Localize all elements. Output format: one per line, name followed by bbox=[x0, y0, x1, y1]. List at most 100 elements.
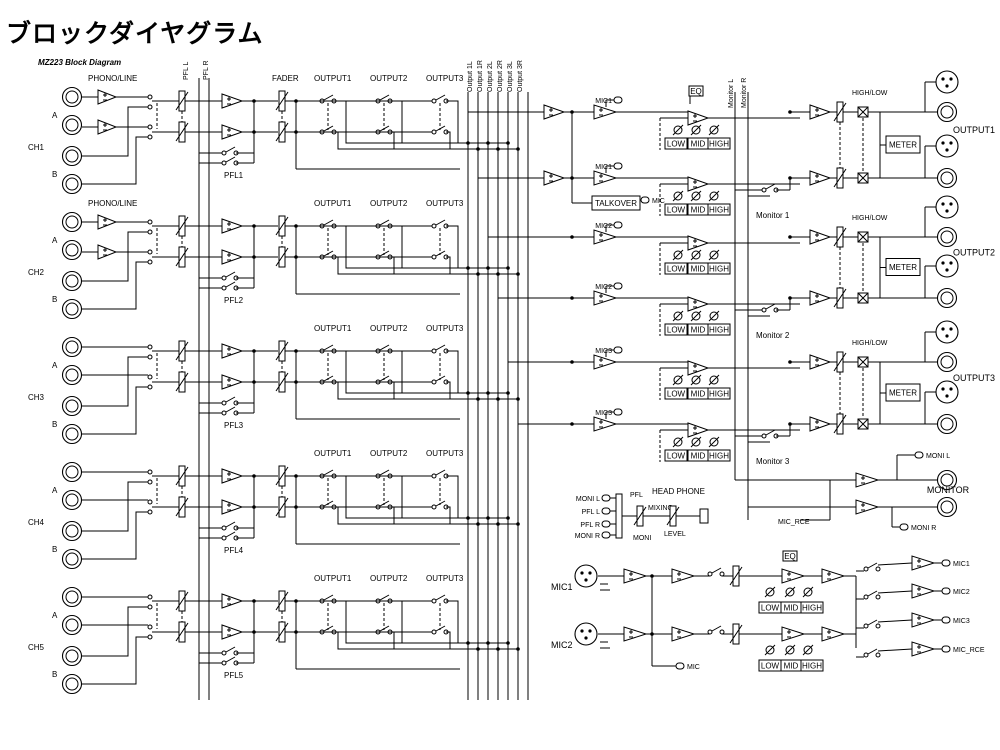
switch-lever bbox=[379, 219, 390, 226]
wire bbox=[877, 562, 913, 566]
output-assign-label: OUTPUT3 bbox=[426, 449, 464, 458]
input-a-label: A bbox=[52, 361, 58, 370]
output-assign-label: OUTPUT3 bbox=[426, 74, 464, 83]
xlr-jack-icon bbox=[935, 195, 959, 219]
switch-lever bbox=[323, 219, 334, 226]
pot-arrow bbox=[275, 497, 289, 517]
amplifier-icon bbox=[671, 568, 696, 584]
contact bbox=[707, 571, 713, 577]
amplifier-icon bbox=[671, 626, 696, 642]
rca-jack-icon bbox=[61, 586, 83, 608]
connector-label: MIC2 bbox=[953, 589, 970, 596]
input-a-label: A bbox=[52, 611, 58, 620]
pot-arrow bbox=[275, 247, 289, 267]
connector-plug-icon bbox=[941, 616, 951, 624]
amplifier-icon bbox=[687, 235, 710, 251]
limiter-mark bbox=[857, 231, 869, 243]
output-assign-label: OUTPUT3 bbox=[426, 199, 464, 208]
rca-jack-ring bbox=[65, 274, 79, 288]
limiter-mark bbox=[857, 356, 869, 368]
contact bbox=[147, 469, 153, 475]
eq-knob-arrow bbox=[672, 124, 684, 136]
connector-plug-icon bbox=[941, 587, 951, 595]
level-label: LEVEL bbox=[664, 531, 686, 538]
connector-label: MIC_RCE bbox=[953, 647, 985, 654]
mic-eq-low-box-label: LOW bbox=[761, 662, 780, 671]
xlr-jack-icon bbox=[935, 320, 959, 344]
switch-lever bbox=[867, 619, 878, 626]
amplifier-icon bbox=[543, 170, 566, 186]
wire bbox=[446, 225, 508, 269]
amplifier-icon bbox=[855, 472, 880, 488]
amplifier-icon bbox=[855, 499, 880, 515]
eq-knob-arrow bbox=[672, 190, 684, 202]
eq-knob-arrow bbox=[690, 249, 702, 261]
eq-high-box bbox=[707, 137, 731, 150]
amplifier-icon bbox=[911, 555, 936, 571]
rca-jack-icon bbox=[61, 298, 83, 320]
phono-line-label: PHONO/LINE bbox=[88, 74, 137, 83]
pot-arrow bbox=[729, 624, 743, 644]
pot-arrow bbox=[275, 372, 289, 392]
contact bbox=[221, 400, 227, 406]
amplifier-icon bbox=[97, 119, 118, 135]
wire bbox=[390, 225, 488, 269]
mic-eq-mid-box-label: MID bbox=[784, 604, 799, 613]
connector-label: MIC3 bbox=[595, 410, 612, 417]
amplifier-icon bbox=[687, 422, 710, 438]
eq-knob-arrow bbox=[708, 249, 720, 261]
wire bbox=[446, 631, 518, 650]
contact bbox=[431, 129, 437, 135]
eq-mid-box-label: MID bbox=[691, 265, 706, 274]
rca-jack-icon bbox=[61, 548, 83, 570]
monitor-l-bus-label: Monitor L bbox=[728, 79, 735, 108]
pot-arrow bbox=[275, 91, 289, 111]
output-bus-label: Output 1R bbox=[477, 60, 484, 92]
amplifier-icon bbox=[221, 624, 244, 640]
contact bbox=[147, 354, 153, 360]
eq-low-box bbox=[664, 387, 688, 400]
switch-lever bbox=[435, 94, 446, 101]
connector-plug-icon bbox=[613, 221, 623, 229]
input-a-label: A bbox=[52, 236, 58, 245]
amplifier-icon bbox=[687, 176, 710, 192]
page-title: ブロックダイヤグラム bbox=[6, 19, 264, 48]
amplifier-icon bbox=[221, 124, 244, 140]
pfl-l-bus-label: PFL L bbox=[183, 61, 190, 80]
xlr-pin bbox=[941, 387, 945, 391]
pot-arrow bbox=[833, 352, 847, 372]
eq-high-box-label: HIGH bbox=[709, 452, 729, 461]
wire bbox=[82, 136, 148, 185]
pfl-label: PFL2 bbox=[224, 296, 244, 305]
eq-mid-box-label: MID bbox=[691, 390, 706, 399]
connector-plug-icon bbox=[601, 507, 611, 515]
contact bbox=[147, 509, 153, 515]
wire bbox=[334, 350, 468, 394]
switch-lever bbox=[225, 146, 236, 153]
rca-jack-icon bbox=[61, 114, 83, 136]
switch-lever bbox=[225, 396, 236, 403]
eq-low-box bbox=[664, 137, 688, 150]
junction-dot bbox=[788, 360, 792, 364]
switch-lever bbox=[711, 625, 722, 632]
contact bbox=[761, 307, 767, 313]
output-bus-label: Output 3L bbox=[507, 61, 514, 92]
amplifier-icon bbox=[221, 468, 244, 484]
rca-jack-icon bbox=[936, 101, 958, 123]
switch-lever bbox=[765, 429, 776, 436]
diagram-title: MZ223 Block Diagram bbox=[38, 58, 122, 67]
contact bbox=[431, 629, 437, 635]
rca-jack-ring bbox=[65, 90, 79, 104]
rca-jack-ring bbox=[940, 230, 954, 244]
mic-input-label: MIC2 bbox=[551, 640, 573, 650]
output-name: OUTPUT2 bbox=[953, 248, 995, 258]
input-b-label: B bbox=[52, 420, 57, 429]
contact bbox=[431, 598, 437, 604]
amplifier-icon bbox=[809, 229, 832, 245]
amplifier-icon bbox=[593, 170, 618, 186]
input-b-label: B bbox=[52, 295, 57, 304]
junction-dot bbox=[570, 296, 574, 300]
connector-plug-icon bbox=[613, 96, 623, 104]
channel-name: CH4 bbox=[28, 518, 45, 527]
connector-label: PFL R bbox=[580, 522, 600, 529]
